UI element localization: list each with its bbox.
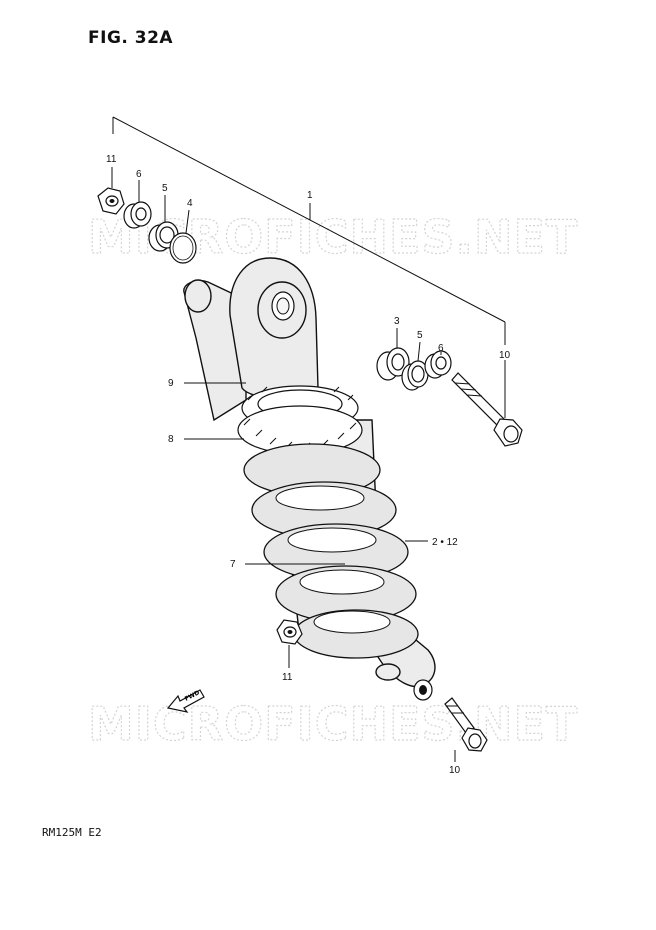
part-10-bolt-right bbox=[451, 372, 523, 447]
part-10-bolt-bottom bbox=[444, 697, 488, 752]
callout-9: 9 bbox=[168, 378, 174, 389]
part-4-circlip bbox=[169, 232, 197, 264]
assembly-bracket bbox=[112, 116, 506, 345]
figure-title: FIG. 32A bbox=[88, 28, 174, 48]
callout-6-right: 6 bbox=[438, 343, 444, 354]
callout-5-top: 5 bbox=[162, 183, 168, 194]
callout-8: 8 bbox=[168, 434, 174, 445]
leader-lines bbox=[111, 167, 506, 762]
coil-spring bbox=[243, 443, 419, 659]
part-11-nut-top bbox=[97, 187, 125, 215]
callout-labels: 11 6 5 4 1 3 5 6 10 9 8 2 • 12 7 11 10 bbox=[106, 154, 511, 776]
part-3-bush bbox=[376, 347, 410, 381]
callout-7: 7 bbox=[230, 559, 236, 570]
part-6-collar-right bbox=[424, 350, 452, 379]
part-11-nut-bottom bbox=[276, 619, 303, 645]
callout-1: 1 bbox=[307, 190, 313, 201]
part-6-collar-top bbox=[123, 201, 152, 229]
callout-10-bottom: 10 bbox=[449, 765, 461, 776]
part-5-bearing-right bbox=[401, 360, 429, 391]
callout-5-right: 5 bbox=[417, 330, 423, 341]
callout-2-12: 2 • 12 bbox=[432, 537, 458, 548]
callout-11-top: 11 bbox=[106, 154, 117, 165]
callout-3: 3 bbox=[394, 316, 400, 327]
callout-6-top: 6 bbox=[136, 169, 142, 180]
callout-4: 4 bbox=[187, 198, 193, 209]
callout-11-bottom: 11 bbox=[282, 672, 293, 683]
callout-10-right: 10 bbox=[499, 350, 511, 361]
spring-adjuster-rings bbox=[237, 385, 363, 455]
model-code: RM125M E2 bbox=[42, 826, 102, 839]
watermark-bottom: MICROFICHES.NET bbox=[88, 697, 578, 751]
